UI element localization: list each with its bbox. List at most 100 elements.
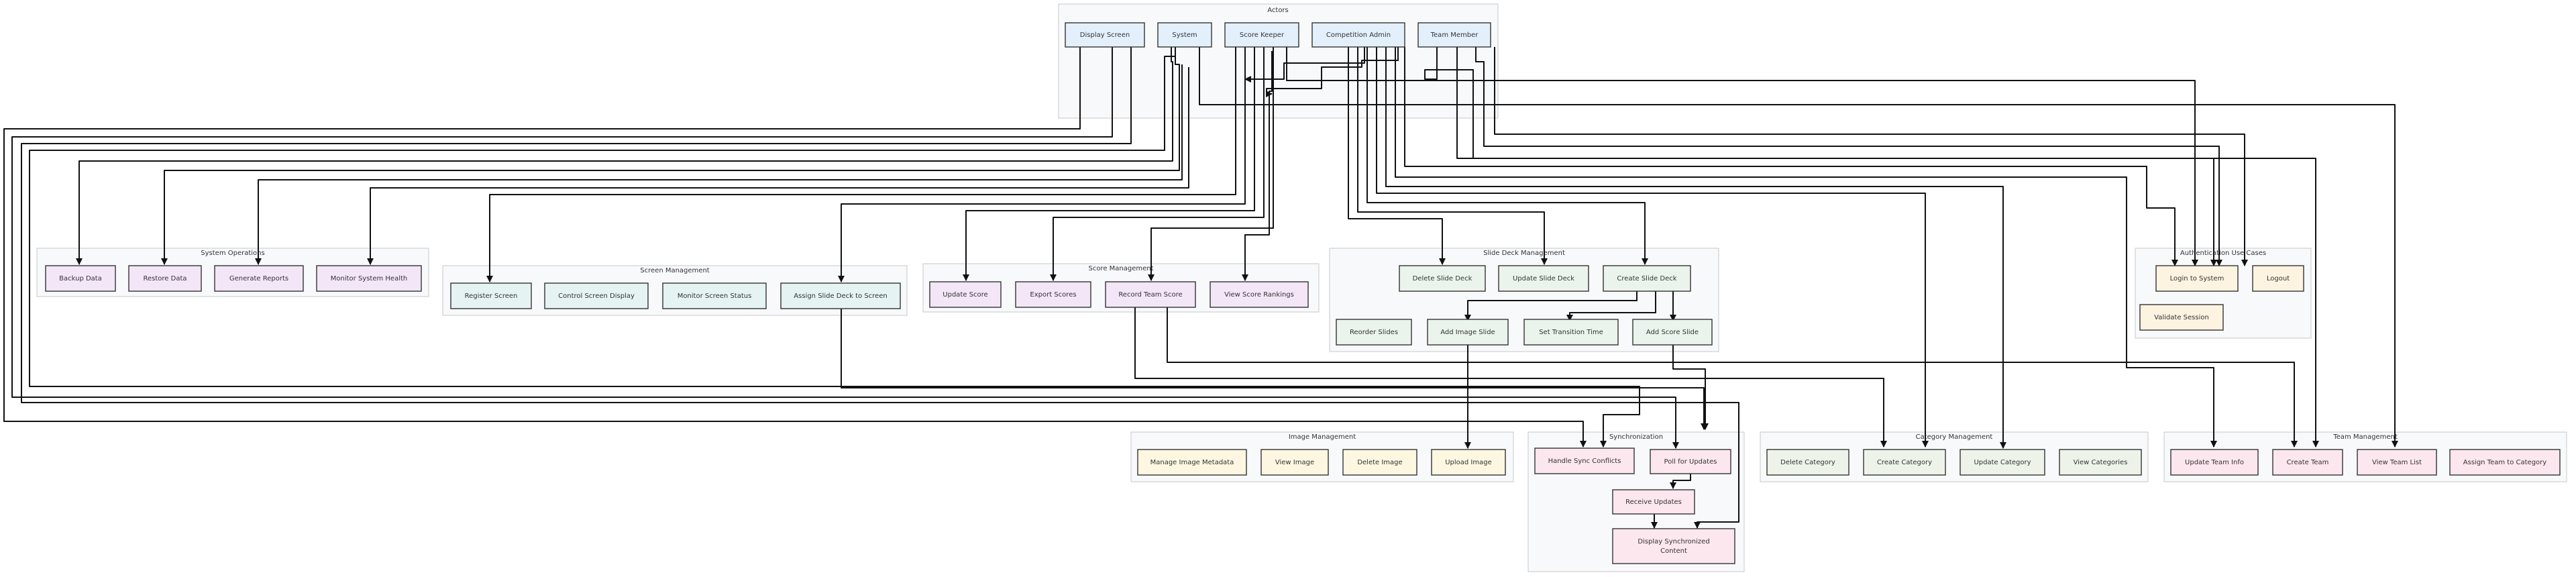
update-slide-deck-box <box>1498 265 1589 292</box>
login-to-system: Login to System <box>2155 265 2239 292</box>
edge-score-keeper-to-export-scores <box>1050 47 1265 281</box>
actor-score-keeper-label: Score Keeper <box>1240 32 1285 39</box>
record-team-score-box <box>1105 281 1196 308</box>
edge-system-to-generate-reports <box>255 64 1183 265</box>
assign-slide-deck-to-screen-label: Assign Slide Deck to Screen <box>794 293 887 300</box>
edge-add-score-to-sync <box>1672 345 1709 430</box>
screen-management-title: Screen Management <box>640 267 710 274</box>
actor-display-screen-box <box>1065 22 1145 48</box>
create-category-box <box>1863 449 1946 476</box>
connectors <box>3 47 2398 529</box>
validate-session-box <box>2139 304 2224 331</box>
delete-image-label: Delete Image <box>1357 459 1402 466</box>
actor-score-keeper-box <box>1224 22 1299 48</box>
view-team-list-box <box>2357 449 2437 476</box>
backup-data-label: Backup Data <box>59 275 102 282</box>
record-team-score-label: Record Team Score <box>1118 291 1182 299</box>
assign-slide-deck-to-screen-box <box>780 282 901 309</box>
backup-data: Backup Data <box>45 265 116 292</box>
login-to-system-label: Login to System <box>2170 275 2224 282</box>
manage-image-metadata-box <box>1137 449 1247 476</box>
update-slide-deck-label: Update Slide Deck <box>1513 275 1574 282</box>
delete-slide-deck-label: Delete Slide Deck <box>1413 275 1472 282</box>
add-score-slide-label: Add Score Slide <box>1646 329 1699 336</box>
update-team-info: Update Team Info <box>2170 449 2259 476</box>
edge-score-keeper-to-register-screen <box>486 47 1236 282</box>
login-to-system-box <box>2155 265 2239 292</box>
logout-box <box>2252 265 2304 292</box>
actor-system-box <box>1157 22 1212 48</box>
edge-score-keeper-to-view-score-rankings <box>1242 51 1273 281</box>
delete-category: Delete Category <box>1766 449 1849 476</box>
set-transition-time: Set Transition Time <box>1523 319 1619 346</box>
view-score-rankings-box <box>1210 281 1309 308</box>
edge-rankings-to-team <box>1167 306 2298 448</box>
control-screen-display-label: Control Screen Display <box>558 293 635 300</box>
image-management-title: Image Management <box>1289 433 1356 441</box>
upload-image: Upload Image <box>1431 449 1506 476</box>
edge-competition-admin-to-create-team <box>1404 47 2178 266</box>
edge-competition-admin-to-reorder-slides <box>1348 47 1446 265</box>
delete-slide-deck-box <box>1399 265 1486 292</box>
edge-create-deck-to-add-image-slide <box>1464 290 1638 321</box>
update-score-box <box>929 281 1002 308</box>
create-team-box <box>2272 449 2343 476</box>
export-scores-label: Export Scores <box>1030 291 1076 299</box>
actor-display-screen: Display Screen <box>1065 22 1145 48</box>
delete-category-box <box>1766 449 1849 476</box>
edge-system-to-team-list <box>1199 47 2398 448</box>
upload-image-box <box>1431 449 1506 476</box>
validate-session: Validate Session <box>2139 304 2224 331</box>
view-team-list-label: View Team List <box>2372 459 2422 466</box>
delete-slide-deck: Delete Slide Deck <box>1399 265 1486 292</box>
edge-competition-admin-to-delete-slide-deck <box>1357 47 1548 265</box>
actor-competition-admin-label: Competition Admin <box>1326 32 1391 39</box>
edge-competition-admin-to-auth <box>1266 47 1399 97</box>
generate-reports-label: Generate Reports <box>229 275 288 282</box>
record-team-score: Record Team Score <box>1105 281 1196 308</box>
team-management-title: Team Management <box>2332 433 2398 441</box>
edge-poll-to-receive <box>1670 474 1691 489</box>
actor-system: System <box>1157 22 1212 48</box>
receive-updates-box <box>1612 489 1695 515</box>
handle-sync-conflicts-label: Handle Sync Conflicts <box>1548 458 1621 465</box>
view-image-label: View Image <box>1275 459 1314 466</box>
edge-competition-admin-to-update-slide-deck <box>1366 47 1648 265</box>
edge-display-screen-to-handle-sync-conflicts <box>3 47 1587 448</box>
edge-system-to-validate-session <box>29 47 1640 448</box>
assign-slide-deck-to-screen: Assign Slide Deck to Screen <box>780 282 901 309</box>
control-screen-display-box <box>544 282 649 309</box>
edge-system-to-restore-data <box>161 54 1180 265</box>
update-category-label: Update Category <box>1974 459 2031 466</box>
add-image-slide-label: Add Image Slide <box>1440 329 1495 336</box>
backup-data-box <box>45 265 116 292</box>
actors-group-title: Actors <box>1267 7 1289 14</box>
add-score-slide: Add Score Slide <box>1632 319 1713 346</box>
monitor-screen-status: Monitor Screen Status <box>662 282 767 309</box>
view-image: View Image <box>1260 449 1329 476</box>
actor-system-label: System <box>1172 32 1197 39</box>
edge-system-to-backup-data <box>76 47 1173 265</box>
manage-image-metadata-label: Manage Image Metadata <box>1150 459 1234 466</box>
edge-score-keeper-to-record-team-score <box>1148 47 1274 281</box>
register-screen-box <box>450 282 532 309</box>
create-category-label: Create Category <box>1877 459 1932 466</box>
monitor-system-health: Monitor System Health <box>316 265 422 292</box>
actor-score-keeper: Score Keeper <box>1224 22 1299 48</box>
authentication-title: Authentication Use Cases <box>2180 250 2266 257</box>
restore-data: Restore Data <box>128 265 202 292</box>
edge-competition-admin-upper <box>1244 47 1365 83</box>
actor-team-member-box <box>1417 22 1491 48</box>
edge-team-member-to-login <box>1424 47 2217 266</box>
category-management-title: Category Management <box>1916 433 1993 441</box>
update-slide-deck: Update Slide Deck <box>1498 265 1589 292</box>
actor-display-screen-label: Display Screen <box>1080 32 1130 39</box>
delete-image-box <box>1342 449 1417 476</box>
edge-competition-admin-to-update-category <box>1385 47 2006 449</box>
view-categories-box <box>2059 449 2142 476</box>
add-score-slide-box <box>1632 319 1713 346</box>
handle-sync-conflicts: Handle Sync Conflicts <box>1534 448 1635 474</box>
handle-sync-conflicts-box <box>1534 448 1635 474</box>
view-team-list: View Team List <box>2357 449 2437 476</box>
